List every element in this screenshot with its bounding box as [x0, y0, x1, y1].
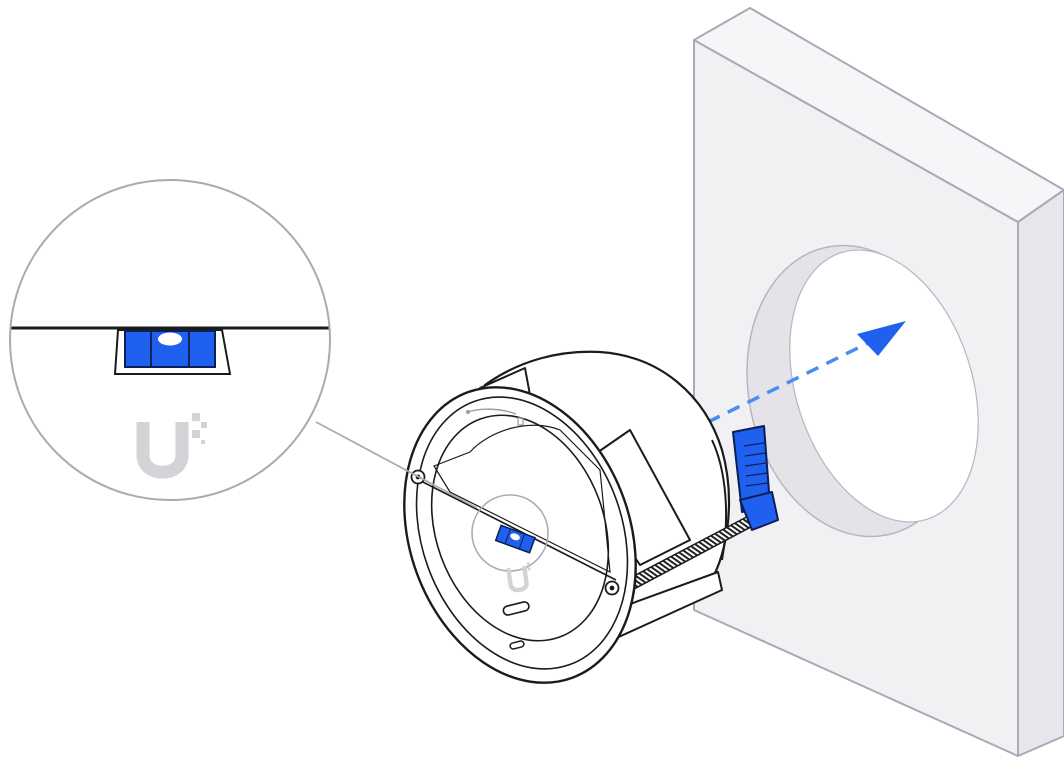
level-mark	[518, 533, 526, 550]
clamp-rib	[745, 482, 769, 487]
ubiquiti-u-logo-icon	[506, 562, 531, 593]
bubble-level-icon	[124, 330, 216, 368]
grille-upper-plane	[433, 424, 611, 574]
rotation-indicator-dot	[466, 410, 470, 414]
arrow-dashed-line	[707, 340, 871, 424]
speaker-grille-face	[430, 414, 610, 642]
lock-indicator-icon	[517, 417, 524, 426]
insert-arrow-icon	[707, 321, 906, 424]
wall-side-face	[1017, 189, 1064, 757]
clamp-rib	[743, 442, 765, 447]
logo-u-shape	[506, 565, 529, 593]
rotation-indicator-arc	[467, 408, 517, 415]
zoom-level-bubble	[158, 332, 182, 346]
ubiquiti-u-logo-icon	[136, 413, 207, 479]
level-bubble	[510, 533, 520, 541]
blue-mounting-clamp	[732, 425, 779, 531]
bezel-release-slot	[509, 640, 525, 650]
screw-slot	[609, 585, 615, 591]
wall-top-face	[693, 7, 1064, 223]
ceiling-speaker-device	[403, 350, 779, 684]
logo-pixel	[527, 567, 531, 571]
logo-pixel	[526, 562, 531, 566]
zoom-logo-pixel	[201, 422, 207, 428]
grille-separator-line	[414, 477, 617, 581]
wall-panel	[693, 7, 1064, 757]
zoom-logo-u-shape	[136, 422, 189, 479]
clamp-rib	[745, 472, 768, 477]
clamp-rib	[744, 462, 767, 467]
zoom-logo-pixel	[201, 440, 205, 444]
clamp-rib	[744, 452, 766, 457]
wall-hole-opening	[789, 249, 979, 523]
bezel-screw-right	[604, 580, 620, 596]
zoom-callout-level-detail	[9, 179, 331, 501]
status-led-slot	[502, 601, 530, 616]
zoom-logo-pixel	[192, 413, 200, 421]
callout-leader-line	[315, 421, 478, 509]
zoom-logo-pixel	[192, 430, 200, 438]
clamp-base	[739, 491, 779, 531]
arrow-head	[857, 321, 906, 356]
zoom-callout-border	[9, 179, 331, 501]
level-mark	[504, 528, 512, 545]
bubble-level-icon	[494, 524, 536, 554]
housing-rear-rim	[711, 439, 728, 561]
